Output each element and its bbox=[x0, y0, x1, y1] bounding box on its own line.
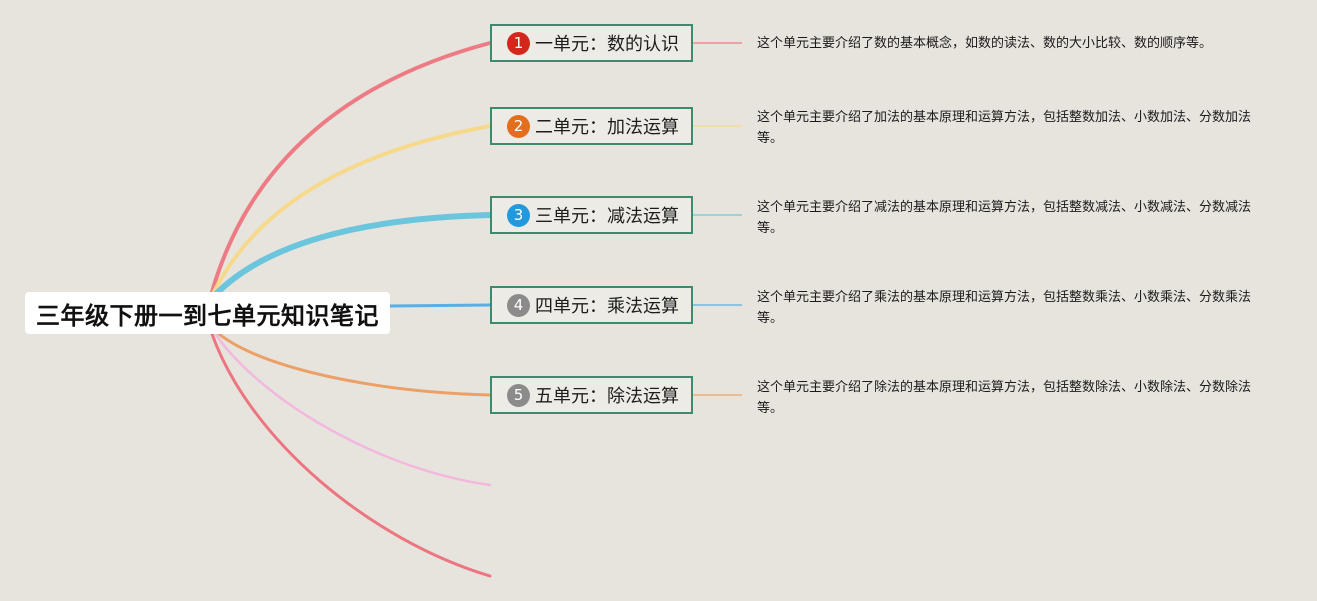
topic-description-4: 这个单元主要介绍了乘法的基本原理和运算方法，包括整数乘法、小数乘法、分数乘法等。 bbox=[757, 290, 1252, 326]
topic-label: 五单元：除法运算 bbox=[535, 386, 679, 407]
central-topic[interactable]: 三年级下册一到七单元知识笔记 bbox=[25, 292, 390, 334]
topic-unit-5[interactable]: 5 五单元：除法运算 bbox=[490, 376, 693, 414]
number-badge-icon: 1 bbox=[507, 31, 530, 55]
topic-unit-3[interactable]: 3 三单元：减法运算 bbox=[490, 196, 693, 234]
topic-label: 一单元：数的认识 bbox=[535, 34, 679, 55]
topic-description-1: 这个单元主要介绍了数的基本概念，如数的读法、数的大小比较、数的顺序等。 bbox=[757, 36, 1213, 51]
branch-line-7 bbox=[210, 332, 492, 578]
topic-description-2: 这个单元主要介绍了加法的基本原理和运算方法，包括整数加法、小数加法、分数加法等。 bbox=[757, 110, 1252, 146]
branch-line-1 bbox=[210, 41, 492, 294]
branch-line-4 bbox=[388, 303, 492, 308]
number-badge-icon: 5 bbox=[507, 383, 530, 407]
number-badge-icon: 3 bbox=[507, 203, 530, 227]
branch-line-5 bbox=[212, 328, 492, 397]
branch-line-3 bbox=[213, 212, 493, 297]
topic-unit-4[interactable]: 4 四单元：乘法运算 bbox=[490, 286, 693, 324]
branch-line-6 bbox=[212, 330, 492, 487]
topic-unit-1[interactable]: 1 一单元：数的认识 bbox=[490, 24, 693, 62]
number-badge-icon: 2 bbox=[507, 114, 530, 138]
branch-line-2 bbox=[212, 124, 492, 294]
topic-description-5: 这个单元主要介绍了除法的基本原理和运算方法，包括整数除法、小数除法、分数除法等。 bbox=[757, 380, 1252, 416]
number-badge-icon: 4 bbox=[507, 293, 530, 317]
topic-label: 三单元：减法运算 bbox=[535, 206, 679, 227]
topic-description-3: 这个单元主要介绍了减法的基本原理和运算方法，包括整数减法、小数减法、分数减法等。 bbox=[757, 200, 1252, 236]
topic-unit-2[interactable]: 2 二单元：加法运算 bbox=[490, 107, 693, 145]
topic-label: 二单元：加法运算 bbox=[535, 117, 679, 138]
topic-label: 四单元：乘法运算 bbox=[535, 296, 679, 317]
